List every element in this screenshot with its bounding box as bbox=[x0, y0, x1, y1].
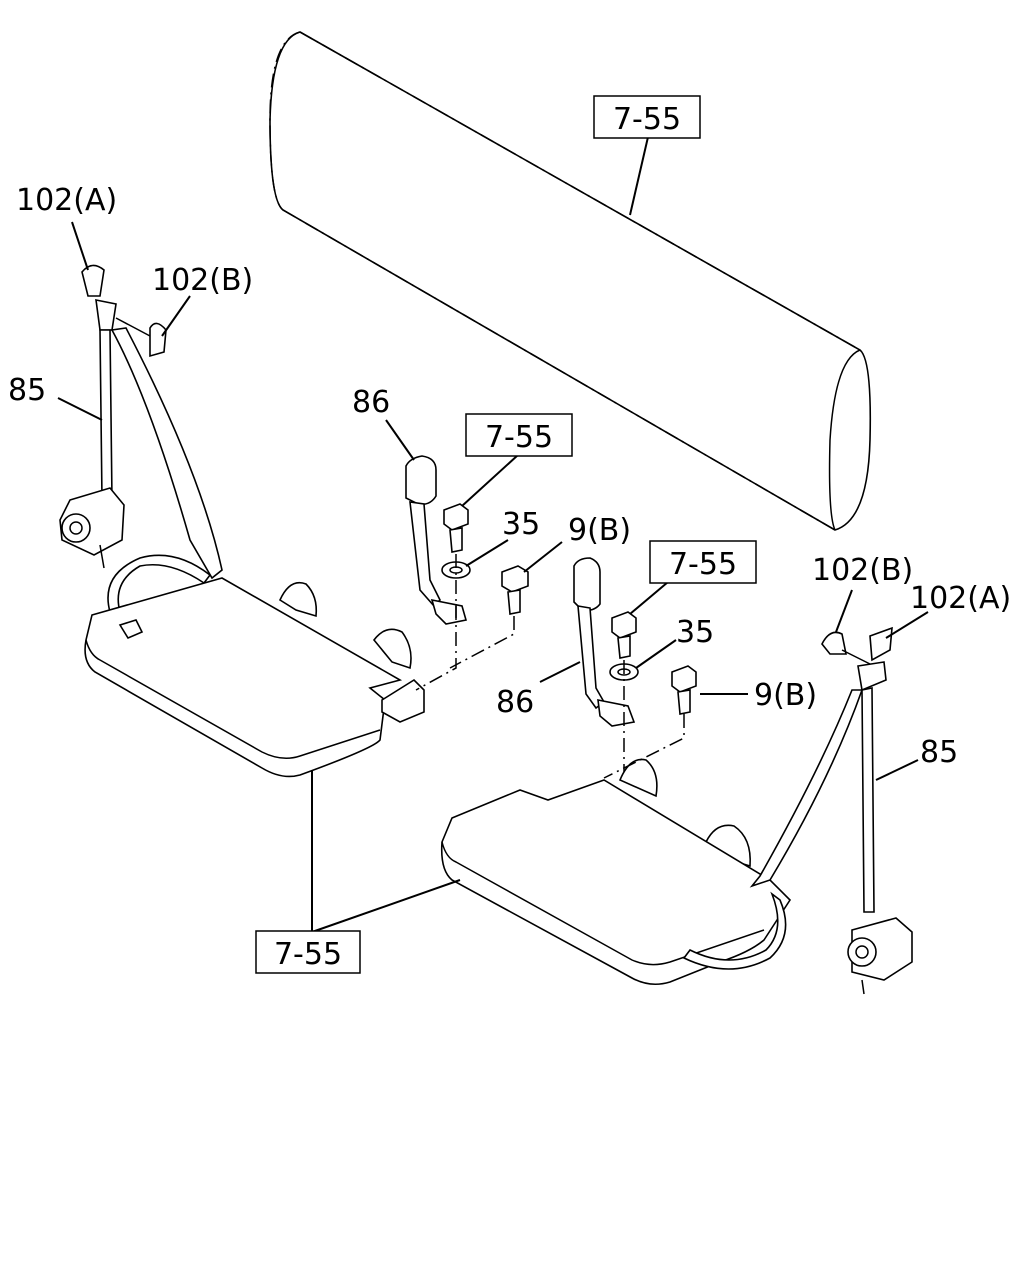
callout-left-9b: 9(B) bbox=[568, 513, 631, 548]
right-bolt-9b bbox=[671, 665, 697, 715]
callout-left-85: 85 bbox=[8, 373, 46, 408]
callout-right-85: 85 bbox=[920, 735, 958, 770]
ref-text-cushions: 7-55 bbox=[274, 937, 342, 972]
left-seat-cushion bbox=[84, 577, 425, 778]
callout-right-35: 35 bbox=[676, 615, 714, 650]
left-bolt-9b bbox=[501, 565, 529, 615]
callout-right-9b: 9(B) bbox=[754, 678, 817, 713]
left-bolt bbox=[443, 503, 469, 553]
callout-right-86: 86 bbox=[496, 685, 534, 720]
assembly-lines bbox=[415, 554, 685, 779]
callout-right-102b: 102(B) bbox=[812, 553, 913, 588]
ref-box-backrest: 7-55 bbox=[593, 95, 701, 139]
callout-left-86: 86 bbox=[352, 385, 390, 420]
ref-box-right-bolt: 7-55 bbox=[649, 540, 757, 584]
right-buckle-86 bbox=[573, 557, 636, 727]
ref-box-cushions: 7-55 bbox=[255, 930, 361, 974]
left-buckle-86 bbox=[405, 455, 468, 625]
callout-left-102b: 102(B) bbox=[152, 263, 253, 298]
leader-lines bbox=[57, 136, 929, 933]
seat-backrest bbox=[269, 31, 872, 531]
left-seatbelt-retractor bbox=[59, 264, 223, 580]
right-lap-belt bbox=[682, 891, 787, 970]
right-bolt bbox=[611, 611, 637, 659]
ref-box-left-bolt: 7-55 bbox=[465, 413, 573, 457]
callout-left-102a: 102(A) bbox=[16, 183, 117, 218]
right-seat-cushion bbox=[440, 758, 792, 986]
callout-right-102a: 102(A) bbox=[910, 581, 1011, 616]
left-lap-belt bbox=[107, 554, 212, 613]
ref-text-left-bolt: 7-55 bbox=[485, 420, 553, 455]
right-seatbelt-retractor bbox=[749, 626, 913, 995]
ref-text-backrest: 7-55 bbox=[613, 102, 681, 137]
ref-text-right-bolt: 7-55 bbox=[669, 547, 737, 582]
callout-left-35: 35 bbox=[502, 507, 540, 542]
